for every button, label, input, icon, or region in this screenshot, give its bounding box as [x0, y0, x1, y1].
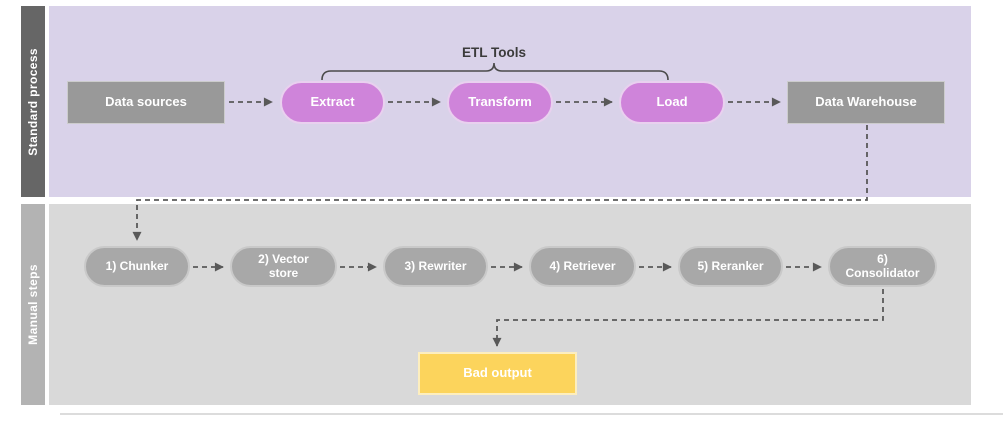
lane-label-manual-steps-text: Manual steps — [26, 264, 40, 345]
node-vector-store-label: 2) Vector store — [258, 251, 309, 280]
node-reranker: 5) Reranker — [678, 246, 783, 287]
node-transform: Transform — [447, 81, 553, 124]
lane-label-standard-process-text: Standard process — [26, 47, 40, 156]
node-vector-store: 2) Vector store — [230, 246, 337, 287]
node-data-warehouse: Data Warehouse — [787, 81, 945, 124]
node-rewriter: 3) Rewriter — [383, 246, 488, 287]
node-data-sources: Data sources — [67, 81, 225, 124]
node-extract: Extract — [280, 81, 385, 124]
node-chunker-label: 1) Chunker — [105, 258, 169, 273]
node-data-sources-label: Data sources — [105, 94, 187, 110]
node-extract-label: Extract — [310, 94, 355, 110]
node-retriever: 4) Retriever — [529, 246, 636, 287]
bottom-divider — [60, 413, 1003, 415]
node-chunker: 1) Chunker — [84, 246, 190, 287]
node-load-label: Load — [656, 94, 688, 110]
etl-tools-label: ETL Tools — [462, 45, 526, 60]
lane-label-manual-steps: Manual steps — [21, 204, 45, 405]
node-bad-output-label: Bad output — [463, 365, 532, 381]
lane-label-standard-process: Standard process — [21, 6, 45, 197]
node-load: Load — [619, 81, 725, 124]
node-reranker-label: 5) Reranker — [697, 258, 764, 273]
node-consolidator: 6) Consolidator — [828, 246, 937, 287]
node-retriever-label: 4) Retriever — [549, 258, 616, 273]
node-transform-label: Transform — [468, 94, 532, 110]
node-data-warehouse-label: Data Warehouse — [815, 94, 917, 110]
node-consolidator-label: 6) Consolidator — [845, 251, 920, 280]
node-rewriter-label: 3) Rewriter — [404, 258, 467, 273]
node-bad-output: Bad output — [418, 352, 577, 395]
